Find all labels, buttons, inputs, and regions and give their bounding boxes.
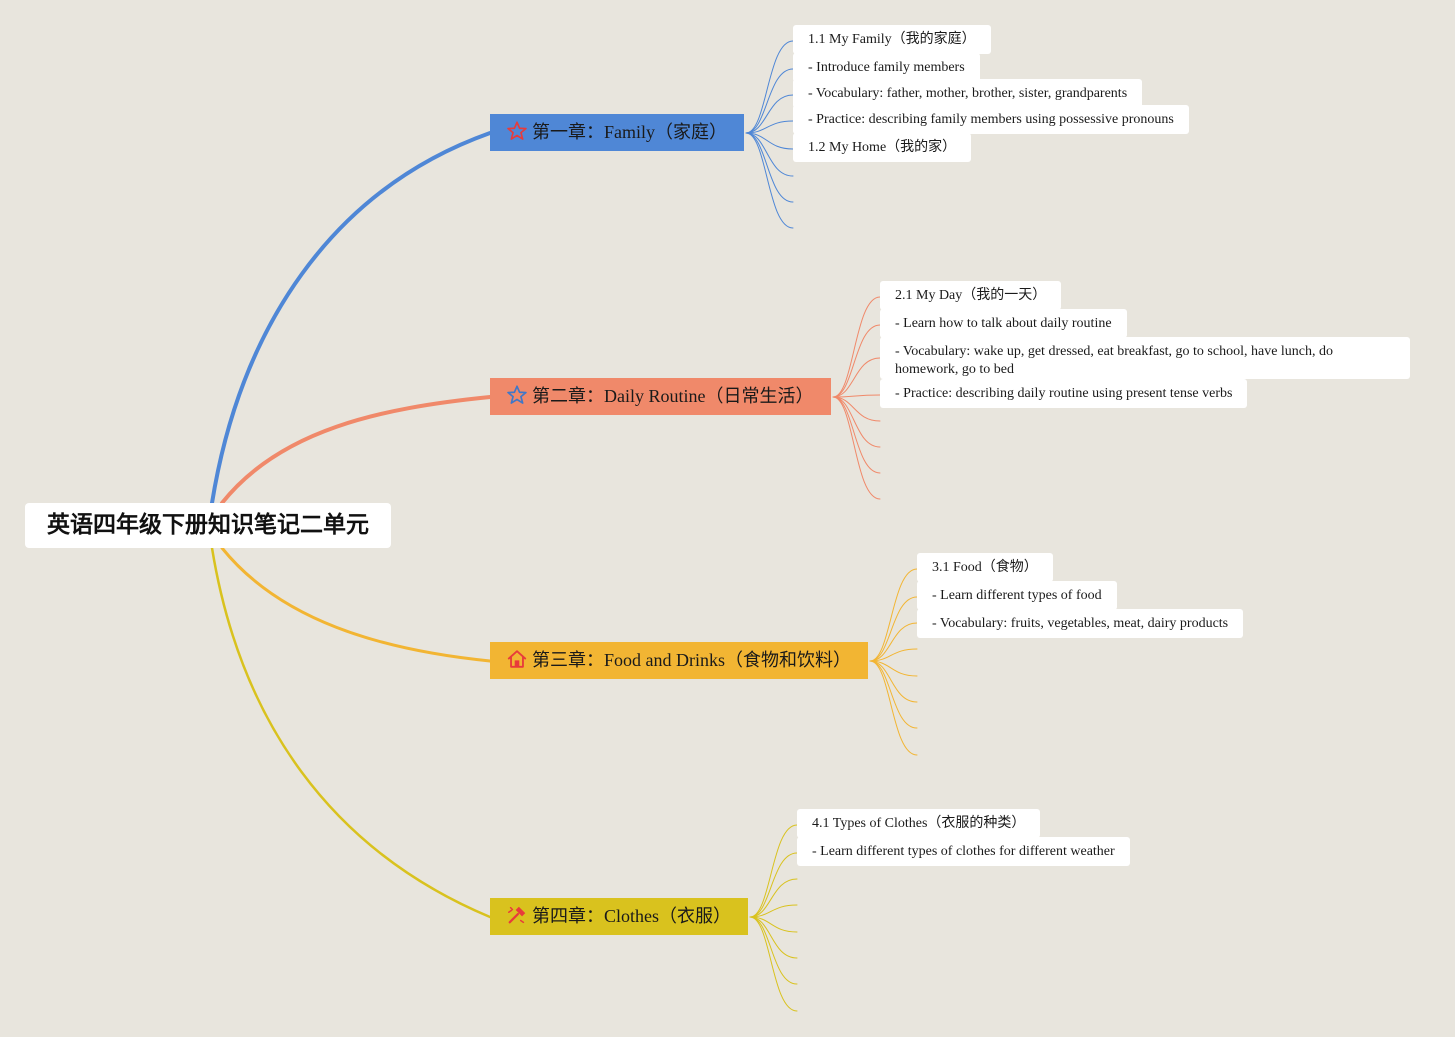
leaf-item[interactable]: - Introduce family members — [793, 53, 980, 82]
chapter-3-topic[interactable]: 第三章：Food and Drinks（食物和饮料） — [490, 642, 868, 679]
star-outline-icon — [506, 384, 528, 406]
leaf-item[interactable]: - Vocabulary: fruits, vegetables, meat, … — [917, 609, 1244, 638]
branch-2-6 — [832, 396, 881, 448]
leaf-item[interactable]: - Learn how to talk about daily routine — [880, 309, 1127, 338]
branch-3-7 — [869, 660, 918, 729]
house-icon — [506, 648, 528, 670]
branch-3-8 — [869, 660, 918, 756]
leaf-item[interactable]: 4.1 Types of Clothes（衣服的种类） — [797, 809, 1041, 838]
branch-1-3 — [745, 94, 794, 134]
branch-3-1 — [869, 568, 918, 662]
branch-3-2 — [869, 596, 918, 662]
chapter-2-label: 第二章：Daily Routine（日常生活） — [532, 386, 814, 406]
leaf-item[interactable]: - Practice: describing family members us… — [793, 105, 1189, 134]
chapter-1-label: 第一章：Family（家庭） — [532, 122, 728, 142]
leaf-item[interactable]: - Learn different types of food — [917, 581, 1117, 610]
star-outline-icon — [506, 120, 528, 142]
hammer-icon — [506, 904, 528, 926]
branch-4-6 — [749, 916, 798, 959]
branch-1-6 — [745, 132, 794, 177]
trunk-chapter-1 — [210, 131, 492, 505]
branch-4-7 — [749, 916, 798, 985]
trunk-chapter-3 — [220, 546, 492, 663]
leaf-item[interactable]: - Vocabulary: father, mother, brother, s… — [793, 79, 1143, 108]
trunk-chapter-2 — [220, 395, 492, 505]
branch-2-3 — [832, 357, 881, 398]
chapter-4-label: 第四章：Clothes（衣服） — [532, 906, 732, 926]
branch-2-8 — [832, 396, 881, 500]
branch-3-3 — [869, 622, 918, 662]
chapter-4-topic[interactable]: 第四章：Clothes（衣服） — [490, 898, 748, 935]
branch-1-1 — [745, 40, 794, 134]
branch-4-8 — [749, 916, 798, 1012]
leaf-item[interactable]: - Learn different types of clothes for d… — [797, 837, 1130, 866]
branch-3-4 — [869, 648, 918, 662]
leaf-item[interactable]: - Practice: describing daily routine usi… — [880, 379, 1248, 408]
leaf-item[interactable]: 1.2 My Home（我的家） — [793, 133, 972, 162]
chapter-3-label: 第三章：Food and Drinks（食物和饮料） — [532, 650, 851, 670]
branch-4-4 — [749, 904, 798, 918]
branch-4-1 — [749, 824, 798, 918]
branch-4-2 — [749, 852, 798, 918]
leaf-item[interactable]: - Vocabulary: wake up, get dressed, eat … — [880, 337, 1410, 379]
branch-1-4 — [745, 120, 794, 134]
leaf-item[interactable]: 2.1 My Day（我的一天） — [880, 281, 1062, 310]
leaf-item[interactable]: 1.1 My Family（我的家庭） — [793, 25, 991, 54]
branch-2-7 — [832, 396, 881, 474]
root-topic[interactable]: 英语四年级下册知识笔记二单元 — [25, 503, 391, 548]
chapter-1-topic[interactable]: 第一章：Family（家庭） — [490, 114, 744, 151]
leaf-item[interactable]: 3.1 Food（食物） — [917, 553, 1053, 582]
branch-4-3 — [749, 878, 798, 918]
branch-2-2 — [832, 324, 881, 398]
branch-1-2 — [745, 68, 794, 134]
branch-3-6 — [869, 660, 918, 703]
trunk-chapter-4 — [210, 546, 492, 919]
branch-2-1 — [832, 296, 881, 398]
branch-1-7 — [745, 132, 794, 203]
branch-1-8 — [745, 132, 794, 229]
chapter-2-topic[interactable]: 第二章：Daily Routine（日常生活） — [490, 378, 831, 415]
